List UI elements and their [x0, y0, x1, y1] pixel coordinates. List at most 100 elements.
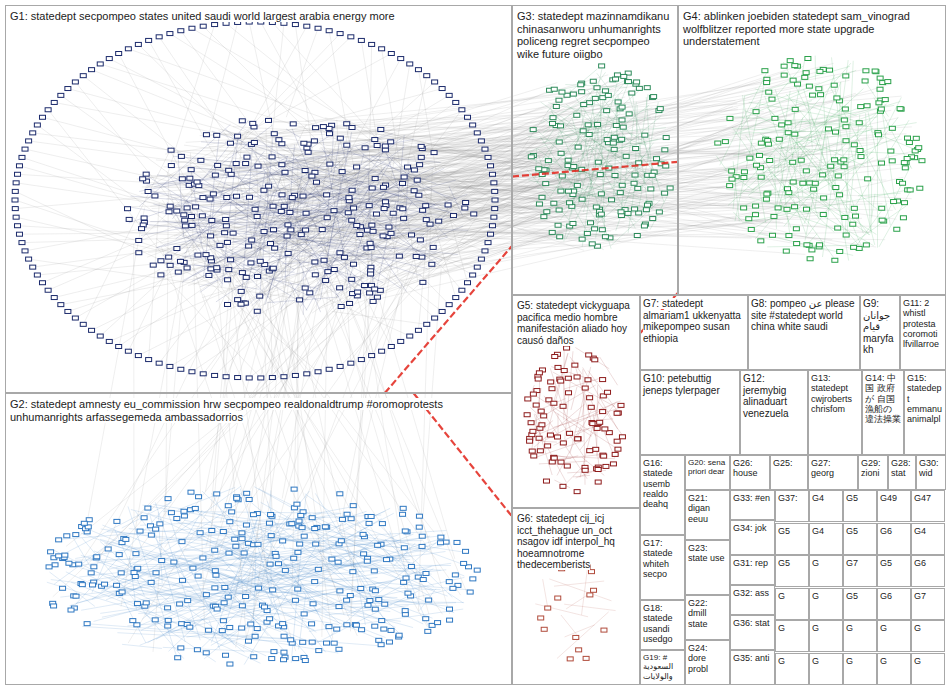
- network-vertex: [613, 123, 619, 127]
- network-vertex: [309, 622, 315, 626]
- network-link: [565, 625, 595, 637]
- network-vertex: [423, 571, 429, 575]
- network-link: [549, 579, 611, 601]
- network-vertex: [551, 201, 557, 205]
- network-vertex: [632, 207, 638, 211]
- network-link: [758, 233, 853, 255]
- network-vertex: [431, 151, 437, 155]
- network-vertex: [210, 192, 216, 196]
- network-vertex: [285, 251, 291, 255]
- network-vertex: [842, 107, 848, 111]
- network-vertex: [400, 207, 406, 211]
- network-vertex: [250, 513, 256, 517]
- network-vertex: [536, 202, 542, 206]
- network-vertex: [167, 263, 173, 267]
- network-link: [181, 31, 283, 169]
- network-vertex: [368, 246, 374, 250]
- network-link: [163, 174, 308, 256]
- network-vertex: [435, 621, 441, 625]
- network-link: [554, 412, 592, 437]
- network-link: [148, 513, 394, 642]
- network-vertex: [758, 141, 764, 145]
- network-vertex: [613, 77, 619, 81]
- network-vertex: [872, 69, 878, 73]
- network-vertex: [208, 234, 214, 238]
- network-link: [226, 202, 306, 377]
- network-link: [200, 570, 281, 649]
- network-vertex: [614, 73, 620, 77]
- network-vertex: [174, 209, 180, 213]
- network-vertex: [165, 618, 171, 622]
- network-vertex: [239, 537, 245, 541]
- network-vertex: [79, 583, 85, 587]
- network-link: [874, 97, 912, 168]
- network-vertex: [894, 227, 900, 231]
- network-vertex: [786, 191, 792, 195]
- network-vertex: [470, 577, 476, 581]
- network-vertex: [309, 516, 315, 520]
- network-vertex: [89, 583, 95, 587]
- network-link: [411, 80, 849, 164]
- network-vertex: [843, 74, 849, 78]
- network-link: [271, 117, 468, 122]
- network-vertex: [862, 79, 868, 83]
- network-vertex: [234, 496, 240, 500]
- network-vertex: [349, 126, 355, 130]
- network-vertex: [309, 640, 315, 644]
- network-vertex: [565, 189, 571, 193]
- network-vertex: [145, 506, 151, 510]
- network-vertex: [592, 227, 598, 231]
- network-vertex: [662, 148, 668, 152]
- network-vertex: [311, 139, 317, 143]
- network-link: [192, 28, 382, 140]
- network-vertex: [416, 514, 422, 518]
- network-link: [138, 233, 380, 355]
- network-vertex: [126, 217, 132, 221]
- network-vertex: [134, 602, 140, 606]
- network-link: [405, 162, 409, 223]
- network-vertex: [597, 173, 603, 177]
- network-vertex: [296, 519, 302, 523]
- network-link: [347, 148, 387, 181]
- network-vertex: [722, 140, 728, 144]
- network-vertex: [635, 186, 641, 190]
- network-vertex: [402, 609, 408, 613]
- network-vertex: [62, 553, 68, 557]
- network-vertex: [322, 525, 328, 529]
- network-vertex: [214, 492, 220, 496]
- network-vertex: [425, 629, 431, 633]
- network-link: [83, 76, 312, 257]
- network-vertex: [436, 219, 442, 223]
- network-vertex: [243, 162, 249, 166]
- network-vertex: [374, 295, 380, 299]
- network-vertex: [584, 231, 590, 235]
- network-vertex: [219, 629, 225, 633]
- network-vertex: [238, 302, 244, 306]
- network-vertex: [321, 258, 327, 262]
- network-vertex: [594, 86, 600, 90]
- network-vertex: [275, 562, 281, 566]
- network-link: [106, 533, 286, 600]
- network-vertex: [379, 522, 385, 526]
- network-link: [434, 132, 892, 243]
- network-vertex: [362, 284, 368, 288]
- network-link: [15, 200, 236, 274]
- network-vertex: [133, 552, 139, 556]
- network-link: [144, 175, 798, 195]
- network-vertex: [298, 513, 304, 517]
- network-vertex: [401, 216, 407, 220]
- network-vertex: [611, 147, 617, 151]
- network-vertex: [790, 78, 796, 82]
- network-link: [301, 168, 313, 201]
- network-link: [226, 129, 322, 202]
- network-vertex: [539, 195, 545, 199]
- network-vertex: [574, 113, 580, 117]
- network-vertex: [450, 586, 456, 590]
- network-link: [394, 603, 456, 605]
- network-link: [88, 542, 348, 581]
- network-vertex: [775, 206, 781, 210]
- network-vertex: [579, 197, 585, 201]
- network-link: [292, 129, 315, 184]
- network-vertex: [250, 121, 256, 125]
- network-link: [109, 59, 416, 219]
